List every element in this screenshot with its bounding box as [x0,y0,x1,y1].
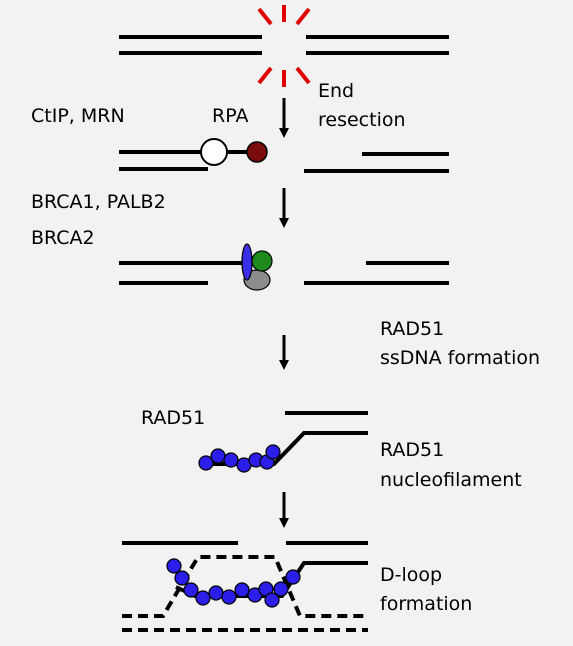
rad51-nucleofilament-label-line1: RAD51 [380,439,445,461]
rad51-label: RAD51 [141,407,206,429]
rad51-ssdna-label-line2: ssDNA formation [380,347,541,369]
rpa-complex-icon [200,138,268,166]
brca-complex-icon [241,243,273,291]
rad51-ssdna-label-line1: RAD51 [380,318,445,340]
end-resection-label-line2: resection [318,109,406,131]
dloop-label-line2: formation [380,593,473,615]
rad51-nucleofilament-label-line2: nucleofilament [380,469,522,491]
stage-3-brca [119,261,449,285]
brca2-label: BRCA2 [31,227,95,249]
rad51-dloop-icon [166,558,301,608]
stage-2-resection [119,150,449,173]
break-marks-icon [257,5,311,87]
stage-1-dsb [119,35,449,55]
dloop-label-line1: D-loop [380,564,443,586]
end-resection-label-line1: End [318,80,355,102]
rad51-filament-icon [198,444,281,473]
brca1-palb2-label: BRCA1, PALB2 [31,191,166,213]
dloop-dashed-strands [122,555,368,632]
rpa-label: RPA [212,105,249,127]
ctip-mrn-label: CtIP, MRN [31,105,125,127]
